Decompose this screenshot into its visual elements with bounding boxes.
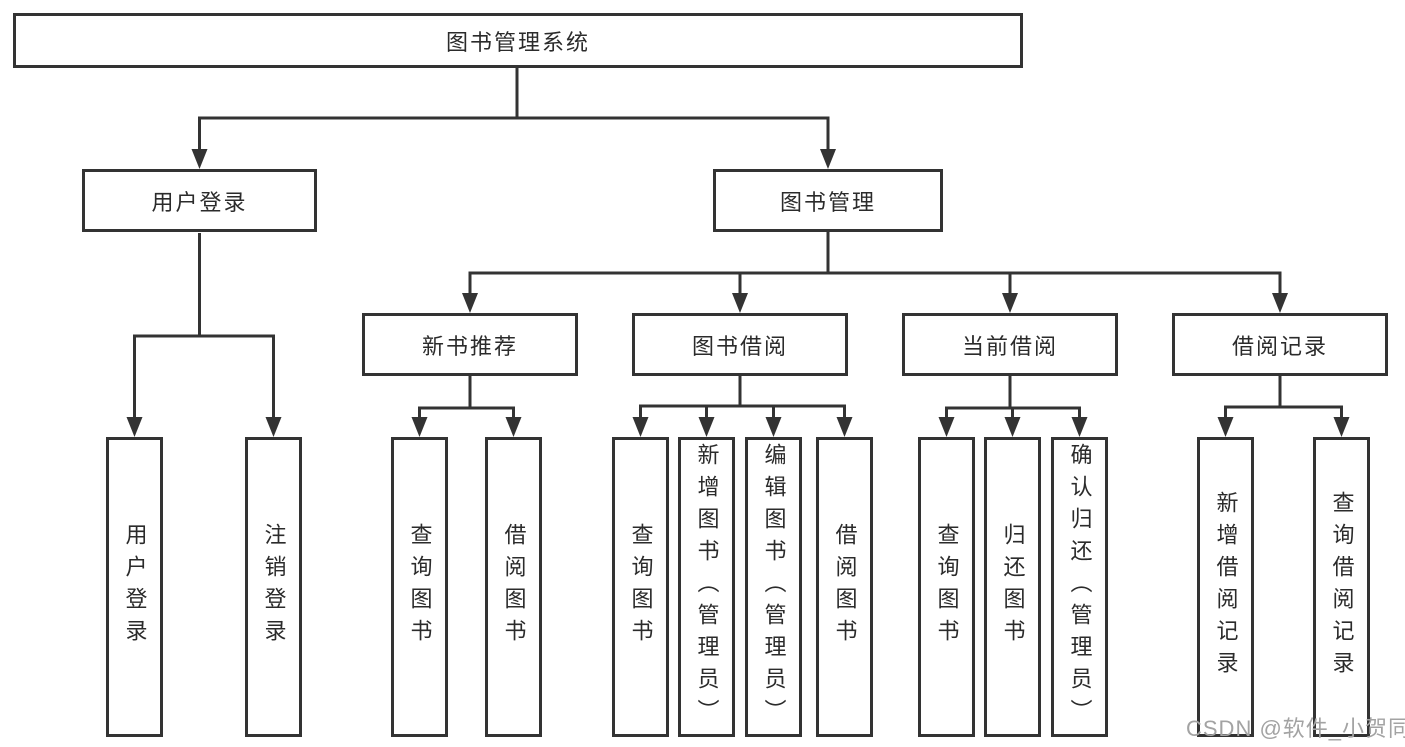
node-book-management: 图书管理 xyxy=(713,169,943,232)
leaf-recommend-borrow-books: 借阅图书 xyxy=(485,437,542,737)
arrow-down-icon xyxy=(1333,417,1350,437)
leaf-add-borrow-record-label: 新增借阅记录 xyxy=(1213,491,1239,683)
node-borrow-record: 借阅记录 xyxy=(1172,313,1388,376)
arrow-down-icon xyxy=(1071,417,1088,437)
leaf-add-borrow-record: 新增借阅记录 xyxy=(1197,437,1254,737)
arrow-down-icon xyxy=(836,417,853,437)
connector-user-login-branch xyxy=(133,233,275,418)
leaf-return-books-label: 归还图书 xyxy=(1000,523,1026,651)
node-book-borrow: 图书借阅 xyxy=(632,313,848,376)
node-book-management-label: 图书管理 xyxy=(779,189,876,215)
arrow-down-icon xyxy=(765,417,782,437)
arrow-down-icon xyxy=(265,417,282,437)
node-root: 图书管理系统 xyxy=(13,13,1023,68)
arrow-down-icon xyxy=(820,149,836,169)
node-book-borrow-label: 图书借阅 xyxy=(691,333,788,359)
leaf-borrow-query-books-label: 查询图书 xyxy=(628,523,654,651)
node-new-book-recommend-label: 新书推荐 xyxy=(421,333,518,359)
leaf-recommend-query-books-label: 查询图书 xyxy=(407,523,433,651)
arrow-down-icon xyxy=(1002,293,1018,313)
leaf-query-borrow-record-label: 查询借阅记录 xyxy=(1329,491,1355,683)
leaf-user-login-label: 用户登录 xyxy=(122,523,148,651)
node-borrow-record-label: 借阅记录 xyxy=(1231,333,1328,359)
leaf-add-books-admin-label: 新增图书（管理员） xyxy=(694,443,720,731)
arrow-down-icon xyxy=(1004,417,1021,437)
arrow-down-icon xyxy=(938,417,955,437)
csdn-watermark: CSDN @软件_小贺同学 xyxy=(1186,716,1405,741)
leaf-edit-books-admin-label: 编辑图书（管理员） xyxy=(761,443,787,731)
arrow-down-icon xyxy=(698,417,715,437)
leaf-query-borrow-record: 查询借阅记录 xyxy=(1313,437,1370,737)
connector-root-to-level2 xyxy=(198,68,830,150)
connector-current-borrow-branch xyxy=(945,376,1081,418)
node-current-borrow: 当前借阅 xyxy=(902,313,1118,376)
leaf-recommend-borrow-books-label: 借阅图书 xyxy=(501,523,527,651)
node-current-borrow-label: 当前借阅 xyxy=(961,333,1058,359)
leaf-confirm-return-admin-label: 确认归还（管理员） xyxy=(1067,443,1093,731)
arrow-down-icon xyxy=(191,149,208,169)
connector-new-book-branch xyxy=(418,376,515,418)
arrow-down-icon xyxy=(1272,293,1288,313)
leaf-logout: 注销登录 xyxy=(245,437,302,737)
leaf-confirm-return-admin: 确认归还（管理员） xyxy=(1051,437,1108,737)
arrow-down-icon xyxy=(732,293,748,313)
node-new-book-recommend: 新书推荐 xyxy=(362,313,578,376)
arrow-down-icon xyxy=(462,293,478,313)
leaf-edit-books-admin: 编辑图书（管理员） xyxy=(745,437,802,737)
node-user-login-label: 用户登录 xyxy=(151,189,248,215)
leaf-borrow-books-label: 借阅图书 xyxy=(832,523,858,651)
arrow-down-icon xyxy=(632,417,649,437)
connector-book-management-branch xyxy=(468,232,1282,294)
leaf-borrow-query-books: 查询图书 xyxy=(612,437,669,737)
arrow-down-icon xyxy=(126,417,143,437)
arrow-down-icon xyxy=(505,417,522,437)
arrowheads xyxy=(126,149,1350,437)
leaf-logout-label: 注销登录 xyxy=(261,523,287,651)
node-root-label: 图书管理系统 xyxy=(445,29,590,55)
leaf-recommend-query-books: 查询图书 xyxy=(391,437,448,737)
arrow-down-icon xyxy=(411,417,428,437)
leaf-return-books: 归还图书 xyxy=(984,437,1041,737)
connector-borrow-record-branch xyxy=(1224,376,1343,418)
leaf-borrow-books: 借阅图书 xyxy=(816,437,873,737)
leaf-user-login: 用户登录 xyxy=(106,437,163,737)
node-user-login: 用户登录 xyxy=(82,169,317,232)
leaf-add-books-admin: 新增图书（管理员） xyxy=(678,437,735,737)
leaf-current-query-books: 查询图书 xyxy=(918,437,975,737)
arrow-down-icon xyxy=(1217,417,1234,437)
leaf-current-query-books-label: 查询图书 xyxy=(934,523,960,651)
connector-book-borrow-branch xyxy=(639,376,846,418)
